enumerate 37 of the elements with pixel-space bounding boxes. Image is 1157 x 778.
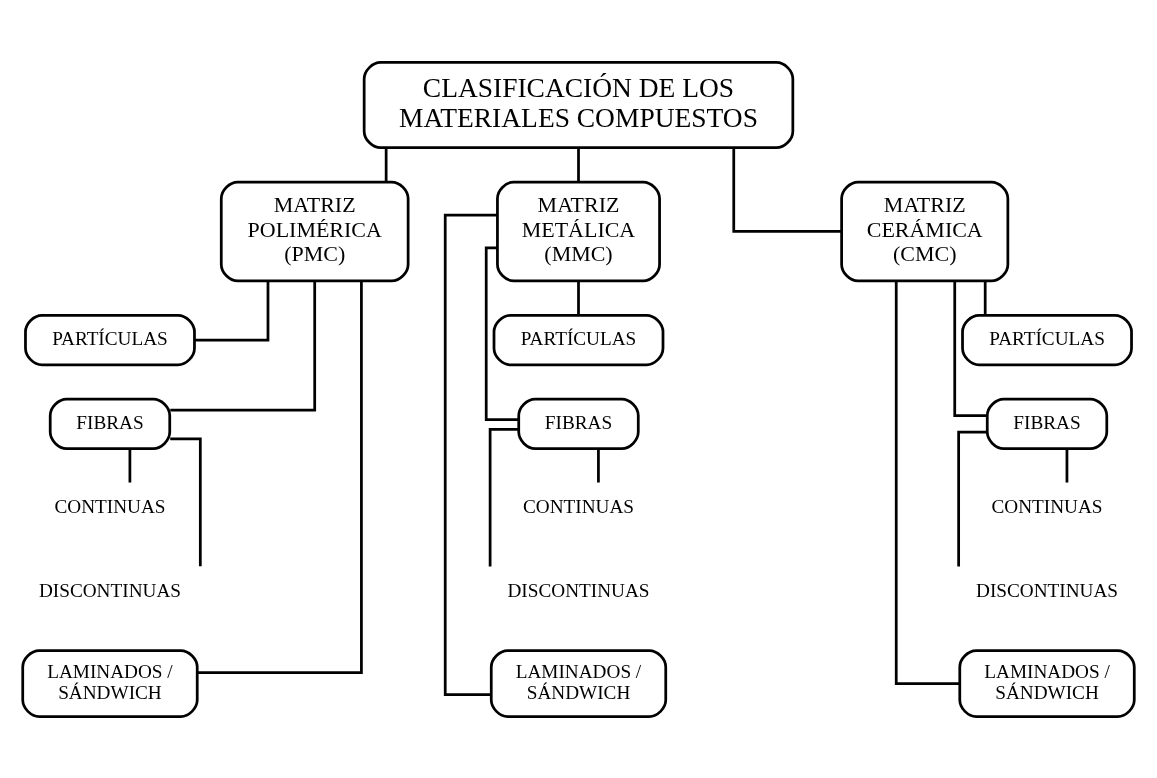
connector <box>1065 448 1069 483</box>
connector <box>732 147 842 233</box>
node-text: DISCONTINUAS <box>507 579 650 601</box>
node-box: MATRIZ CERÁMICA (CMC) <box>840 180 1010 282</box>
connector <box>197 280 363 674</box>
connector <box>894 280 960 685</box>
node-box: PARTÍCULAS <box>24 313 196 366</box>
connector <box>128 448 132 483</box>
connector <box>957 430 988 567</box>
node-box: MATRIZ POLIMÉRICA (PMC) <box>219 180 410 282</box>
node-text: DISCONTINUAS <box>38 579 181 601</box>
node-box: FIBRAS <box>48 397 172 450</box>
connector <box>170 437 202 566</box>
connector <box>577 147 580 182</box>
node-box: FIBRAS <box>517 397 640 450</box>
node-text: CONTINUAS <box>54 495 166 517</box>
node-box: FIBRAS <box>985 397 1109 450</box>
connector <box>484 246 519 421</box>
connector <box>488 427 519 566</box>
connector <box>597 448 600 483</box>
node-box: LAMINADOS / SÁNDWICH <box>958 648 1136 718</box>
node-box: LAMINADOS / SÁNDWICH <box>489 648 668 718</box>
node-box: LAMINADOS / SÁNDWICH <box>21 648 199 718</box>
connector <box>194 280 270 341</box>
node-box: CLASIFICACIÓN DE LOS MATERIALES COMPUESTOS <box>362 60 795 149</box>
node-box: PARTÍCULAS <box>492 313 665 366</box>
connector <box>384 147 388 182</box>
node-text: CONTINUAS <box>991 495 1103 517</box>
node-text: DISCONTINUAS <box>976 579 1119 601</box>
node-box: MATRIZ METÁLICA (MMC) <box>496 180 661 282</box>
node-box: PARTÍCULAS <box>961 313 1133 366</box>
connector <box>443 213 498 696</box>
node-text: CONTINUAS <box>522 495 635 517</box>
connector <box>577 280 580 315</box>
connector <box>170 280 317 411</box>
connector <box>953 280 987 417</box>
connector <box>983 280 987 315</box>
